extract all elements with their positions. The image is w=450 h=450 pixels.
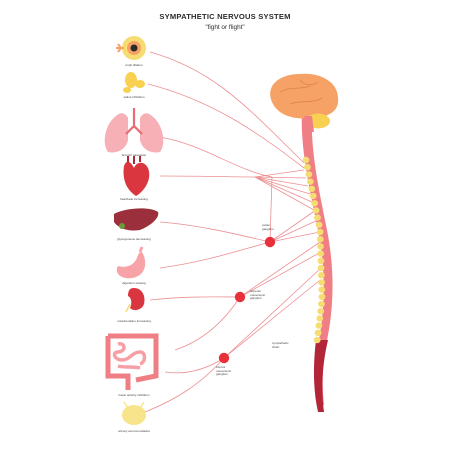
- label-bronchi-relaxation: bronchi relaxation: [121, 153, 147, 157]
- vertebra: [302, 156, 310, 164]
- label-pupil-dilation: pupil dilation: [125, 63, 143, 67]
- celiac-ganglion: [264, 236, 276, 248]
- nerve-fan-1: [254, 169, 305, 178]
- vertebra: [318, 272, 325, 279]
- label-inferior-mesenteric-ganglion: inferior mesenteric ganglion: [216, 365, 232, 377]
- nerve-fan-5: [254, 176, 313, 203]
- nerve-celiac-lungs: [269, 176, 273, 243]
- nerve-lines: [144, 51, 322, 413]
- intestine-icon: [105, 333, 159, 390]
- heart-icon: [123, 156, 150, 196]
- stomach-icon: [116, 246, 146, 279]
- vertebra: [316, 315, 324, 322]
- nerve-fan-6: [254, 176, 315, 211]
- vertebra: [305, 171, 313, 178]
- vertebra: [318, 279, 325, 286]
- label-saliva-inhibition: saliva inhibition: [123, 95, 145, 99]
- nerve-sup-spine-2: [239, 251, 322, 298]
- brain-icon: [270, 73, 339, 132]
- nerve-inf-bladder: [144, 357, 225, 413]
- vertebra: [317, 250, 325, 257]
- vertebra: [308, 185, 316, 192]
- vertebra: [316, 228, 324, 236]
- vertebra: [318, 286, 326, 293]
- saliva-icon: [123, 72, 145, 93]
- vertebra: [317, 308, 325, 315]
- kidney-icon: [125, 288, 145, 313]
- nerve-celiac-spine-1: [269, 209, 317, 243]
- nerve-inf-spine-1: [223, 267, 322, 359]
- vertebra: [309, 192, 317, 200]
- spinal-cord-base: [313, 340, 328, 412]
- vertebra: [318, 293, 326, 300]
- vertebra: [306, 178, 314, 185]
- diagram-subtitle: "fight or flight": [205, 24, 245, 31]
- nerve-heart-1: [159, 175, 256, 178]
- superior-mesenteric-ganglion: [234, 291, 246, 303]
- vertebra: [314, 329, 322, 336]
- bladder-icon: [122, 401, 146, 425]
- vertebra: [304, 164, 311, 171]
- nerve-celiac-stomach: [159, 241, 271, 269]
- nerve-eye: [149, 51, 305, 164]
- label-noradrenaline-increasing: noradrenaline increasing: [117, 319, 151, 323]
- spinal-column: [301, 110, 333, 412]
- vertebra: [317, 264, 325, 272]
- nerve-saliva: [147, 83, 305, 169]
- nerve-celiac-spine-3: [269, 231, 321, 243]
- inferior-mesenteric-ganglion: [218, 352, 230, 364]
- label-linear-activity-inhibition: linear activity inhibition: [118, 393, 150, 397]
- vertebra: [317, 257, 325, 264]
- label-digestion-slowing: digestion slowing: [122, 281, 146, 285]
- nerve-celiac-liver: [159, 221, 271, 243]
- nerve-sup-spine-1: [239, 241, 321, 298]
- vertebrae-group: [302, 156, 326, 344]
- vertebra: [314, 214, 321, 221]
- diagram-title: SYMPATHETIC NERVOUS SYSTEM: [159, 12, 291, 21]
- eye-icon: [116, 36, 146, 60]
- nerve-inf-intestine: [164, 357, 225, 374]
- label-superior-mesenteric-ganglion: superior mesenteric ganglion: [250, 289, 266, 301]
- nerve-lungs-1: [159, 136, 273, 178]
- label-sympathetic-chain: sympathetic chain: [272, 341, 289, 349]
- vertebra: [312, 207, 320, 214]
- label-celiac-ganglion: celiac ganglion: [262, 223, 274, 231]
- nerve-fan-2: [254, 176, 307, 179]
- label-urinary-accommodation: urinary accommodation: [117, 429, 151, 433]
- vertebra: [313, 336, 321, 344]
- nerve-fan-4: [254, 176, 311, 195]
- vertebra: [315, 221, 323, 228]
- label-heartbeat-increasing: heartbeat increasing: [119, 197, 149, 201]
- vertebra: [311, 200, 318, 207]
- vertebra: [316, 236, 324, 243]
- nerve-fan-3: [254, 176, 309, 187]
- nerve-inf-spine-2: [223, 279, 321, 359]
- vertebra: [317, 243, 324, 250]
- nerve-kidney: [149, 296, 241, 301]
- nerve-celiac-spine-2: [269, 219, 319, 243]
- label-glycogenesis-decreasing: glycogenesis decreasing: [117, 237, 151, 241]
- nerve-sup-intestine: [174, 296, 241, 351]
- liver-icon: [114, 208, 159, 231]
- vertebra: [315, 322, 323, 329]
- lungs-icon: [104, 108, 164, 153]
- vertebra: [318, 300, 325, 308]
- ganglia: [218, 236, 276, 364]
